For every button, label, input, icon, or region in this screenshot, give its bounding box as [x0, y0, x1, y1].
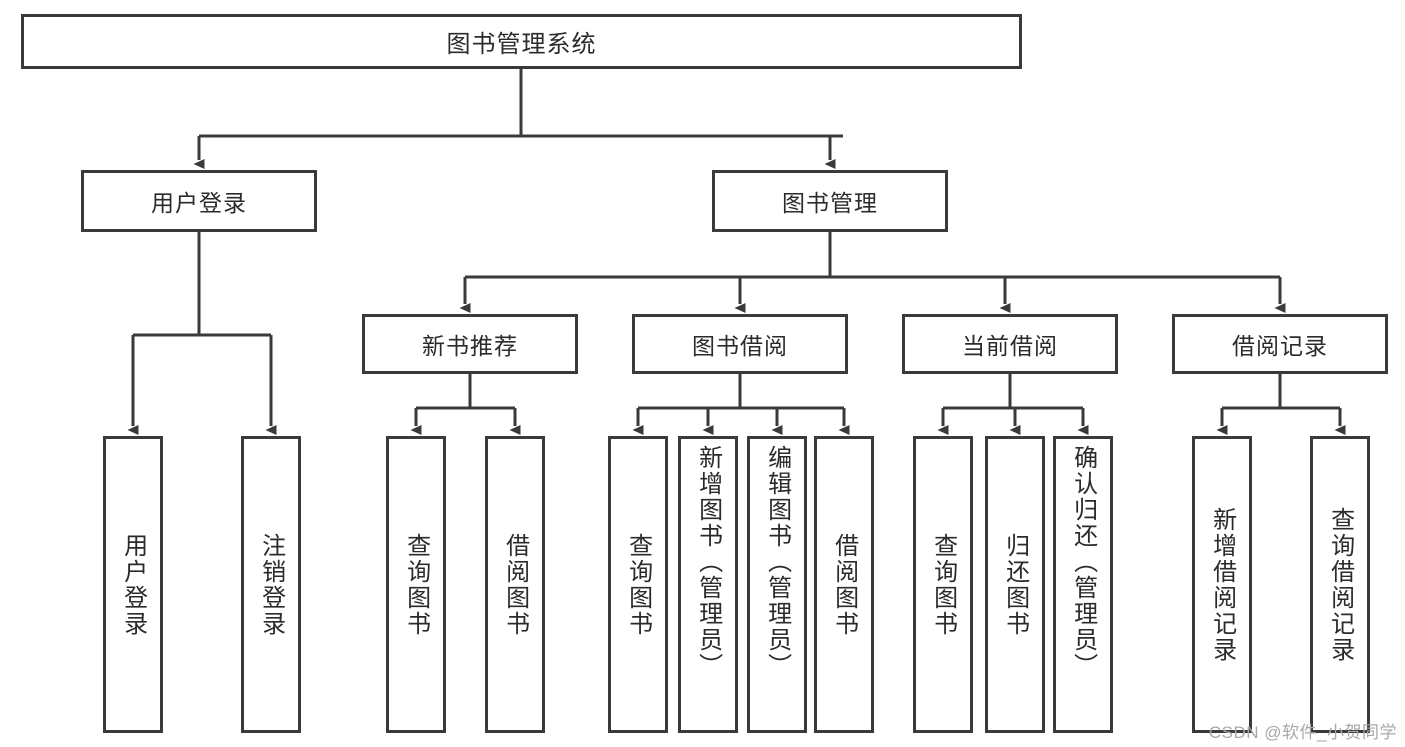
leaf-add-record[interactable]: 新增借阅记录 — [1192, 436, 1252, 733]
leaf-query-book-2[interactable]: 查询图书 — [608, 436, 668, 733]
leaf-add-record-label: 新增借阅记录 — [1208, 506, 1236, 663]
node-user-login-label: 用户登录 — [151, 190, 247, 216]
node-borrow-record-label: 借阅记录 — [1232, 333, 1328, 359]
leaf-confirm-return[interactable]: 确认归还（管理员） — [1053, 436, 1113, 733]
leaf-return-book[interactable]: 归还图书 — [985, 436, 1045, 733]
leaf-return-book-label: 归还图书 — [1001, 532, 1029, 637]
watermark: CSDN @软件_小贺同学 — [1208, 723, 1397, 742]
leaf-query-record-label: 查询借阅记录 — [1326, 506, 1354, 663]
node-book-borrow[interactable]: 图书借阅 — [632, 314, 848, 374]
leaf-edit-book-label: 编辑图书（管理员） — [763, 445, 791, 679]
node-book-borrow-label: 图书借阅 — [692, 333, 788, 359]
node-new-book-recommend-label: 新书推荐 — [422, 333, 518, 359]
node-root[interactable]: 图书管理系统 — [21, 14, 1022, 69]
leaf-query-book-2-label: 查询图书 — [624, 532, 652, 637]
leaf-query-book-3-label: 查询图书 — [929, 532, 957, 637]
leaf-user-logout-label: 注销登录 — [257, 532, 285, 637]
node-current-borrow[interactable]: 当前借阅 — [902, 314, 1118, 374]
leaf-borrow-book-1-label: 借阅图书 — [501, 532, 529, 637]
leaf-user-login-label: 用户登录 — [119, 532, 147, 637]
leaf-query-book-1[interactable]: 查询图书 — [386, 436, 446, 733]
leaf-borrow-book-2-label: 借阅图书 — [830, 532, 858, 637]
node-new-book-recommend[interactable]: 新书推荐 — [362, 314, 578, 374]
node-root-label: 图书管理系统 — [446, 31, 597, 58]
leaf-borrow-book-2[interactable]: 借阅图书 — [814, 436, 874, 733]
leaf-add-book-label: 新增图书（管理员） — [694, 445, 722, 679]
node-user-login[interactable]: 用户登录 — [81, 170, 317, 232]
leaf-query-record[interactable]: 查询借阅记录 — [1310, 436, 1370, 733]
leaf-user-login[interactable]: 用户登录 — [103, 436, 163, 733]
leaf-edit-book[interactable]: 编辑图书（管理员） — [747, 436, 807, 733]
leaf-add-book[interactable]: 新增图书（管理员） — [678, 436, 738, 733]
node-book-manage-label: 图书管理 — [782, 190, 878, 216]
leaf-query-book-1-label: 查询图书 — [402, 532, 430, 637]
leaf-user-logout[interactable]: 注销登录 — [241, 436, 301, 733]
node-borrow-record[interactable]: 借阅记录 — [1172, 314, 1388, 374]
node-current-borrow-label: 当前借阅 — [962, 333, 1058, 359]
node-book-manage[interactable]: 图书管理 — [712, 170, 948, 232]
leaf-query-book-3[interactable]: 查询图书 — [913, 436, 973, 733]
leaf-confirm-return-label: 确认归还（管理员） — [1069, 445, 1097, 679]
leaf-borrow-book-1[interactable]: 借阅图书 — [485, 436, 545, 733]
